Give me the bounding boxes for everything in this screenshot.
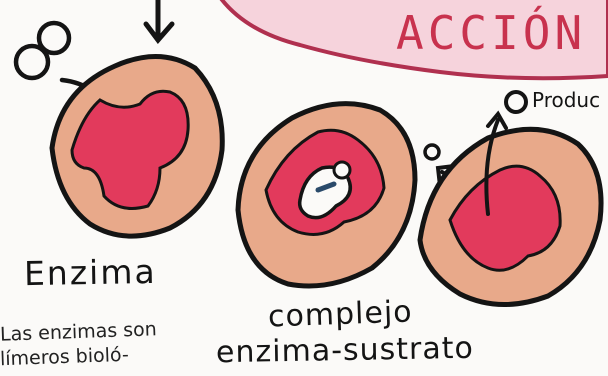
action-title: ACCIÓN xyxy=(396,10,586,56)
product-icon xyxy=(506,92,526,112)
enzyme-label: Enzima xyxy=(24,255,157,290)
enzyme-substrate-complex xyxy=(238,104,415,286)
enzyme-releasing-product xyxy=(420,129,601,304)
complex-label-line1: complejo xyxy=(268,297,414,332)
released-substrate-icon xyxy=(425,145,439,159)
complex-label-line2: enzima-sustrato xyxy=(216,334,474,368)
substrate-icon xyxy=(16,23,69,78)
notes-line-1: Las enzimas son xyxy=(0,320,157,344)
down-arrow-icon xyxy=(146,0,172,40)
product-label: Produc xyxy=(532,90,600,110)
notes-line-2: límeros bioló- xyxy=(0,346,129,369)
